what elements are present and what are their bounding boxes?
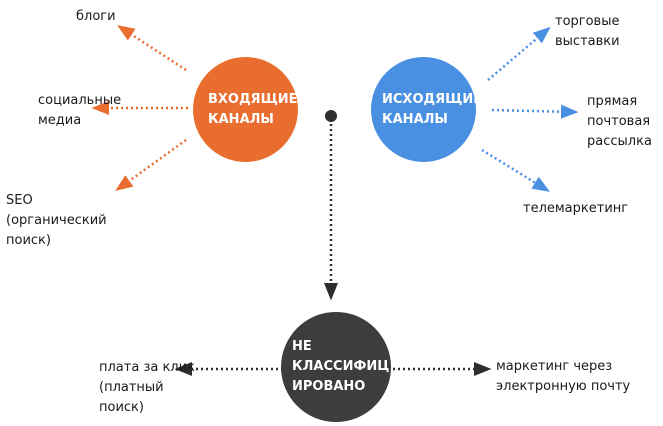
label-direct-mail: прямая почтовая рассылка <box>587 94 652 149</box>
outbound-channels-title: ИСХОДЯЩИЕ КАНАЛЫ <box>382 91 483 127</box>
label-seo: SEO (органический поиск) <box>6 193 107 248</box>
label-social-media: социальные медиа <box>38 93 122 128</box>
arrow-to-direct-mail <box>491 104 579 119</box>
outbound-channels-circle: ИСХОДЯЩИЕ КАНАЛЫ <box>371 57 482 162</box>
label-ppc: плата за клик (платный поиск) <box>99 360 195 415</box>
inbound-channels-title: ВХОДЯЩИЕ КАНАЛЫ <box>208 91 298 127</box>
unclassified-title: НЕ КЛАССИФИЦ ИРОВАНО <box>292 339 390 394</box>
label-email-marketing: маркетинг через электронную почту <box>496 359 631 394</box>
arrow-to-telemarketing <box>481 148 550 192</box>
unclassified-circle: НЕ КЛАССИФИЦ ИРОВАНО <box>281 312 391 422</box>
arrow-to-seo <box>115 138 187 192</box>
arrow-to-blogs <box>117 25 187 72</box>
inbound-channels-circle: ВХОДЯЩИЕ КАНАЛЫ <box>193 57 298 162</box>
label-blogs: блоги <box>76 9 116 24</box>
arrow-to-trade-shows <box>487 26 551 81</box>
label-telemarketing: телемаркетинг <box>523 201 629 216</box>
label-trade-shows: торговые выставки <box>555 14 620 49</box>
connector-start-dot <box>325 110 337 122</box>
